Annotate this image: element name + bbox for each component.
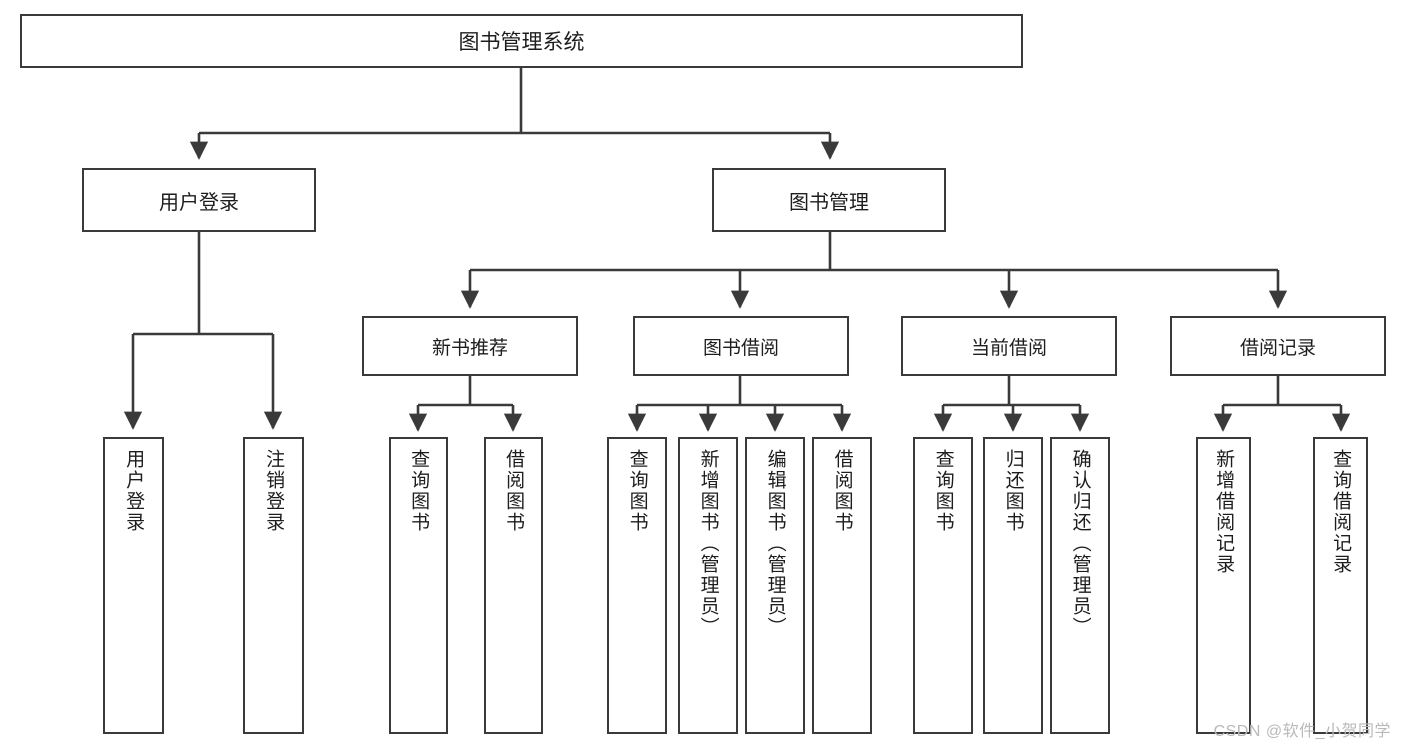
node-label: 借阅记录 xyxy=(1239,337,1316,359)
node-root-system[interactable]: 图书管理系统 xyxy=(20,14,1023,68)
node-leaf-borrow-book-1[interactable]: 借阅图书 xyxy=(484,437,543,734)
node-label: 当前借阅 xyxy=(970,337,1047,359)
node-label: 查询图书 xyxy=(626,449,648,533)
node-label: 图书管理系统 xyxy=(458,31,585,54)
node-label: 图书借阅 xyxy=(702,337,779,359)
node-leaf-query-book-3[interactable]: 查询图书 xyxy=(913,437,973,734)
node-book-manage[interactable]: 图书管理 xyxy=(712,168,946,232)
node-label: 注销登录 xyxy=(263,449,285,533)
node-leaf-edit-book[interactable]: 编辑图书（管理员） xyxy=(745,437,805,734)
node-leaf-query-book-2[interactable]: 查询图书 xyxy=(607,437,667,734)
node-label: 新书推荐 xyxy=(431,337,508,359)
node-label: 查询借阅记录 xyxy=(1330,449,1352,575)
node-leaf-confirm-return[interactable]: 确认归还（管理员） xyxy=(1050,437,1110,734)
node-label: 借阅图书 xyxy=(503,449,525,533)
node-user-login[interactable]: 用户登录 xyxy=(82,168,316,232)
node-label: 借阅图书 xyxy=(831,449,853,533)
node-leaf-user-login[interactable]: 用户登录 xyxy=(103,437,164,734)
node-new-book-recommend[interactable]: 新书推荐 xyxy=(362,316,578,376)
node-label: 图书管理 xyxy=(789,191,869,214)
node-label: 确认归还（管理员） xyxy=(1069,449,1091,638)
node-label: 编辑图书（管理员） xyxy=(764,449,786,638)
node-label: 查询图书 xyxy=(932,449,954,533)
node-label: 用户登录 xyxy=(123,449,145,533)
node-leaf-return-book[interactable]: 归还图书 xyxy=(983,437,1043,734)
node-leaf-query-record[interactable]: 查询借阅记录 xyxy=(1313,437,1368,734)
watermark-text: CSDN @软件_小贺同学 xyxy=(1213,723,1391,740)
node-label: 归还图书 xyxy=(1002,449,1024,533)
node-leaf-add-record[interactable]: 新增借阅记录 xyxy=(1196,437,1251,734)
node-label: 新增借阅记录 xyxy=(1213,449,1235,575)
node-leaf-query-book-1[interactable]: 查询图书 xyxy=(389,437,448,734)
node-current-borrow[interactable]: 当前借阅 xyxy=(901,316,1117,376)
node-label: 新增图书（管理员） xyxy=(697,449,719,638)
node-label: 查询图书 xyxy=(408,449,430,533)
node-book-borrow[interactable]: 图书借阅 xyxy=(633,316,849,376)
node-leaf-logout[interactable]: 注销登录 xyxy=(243,437,304,734)
node-borrow-record[interactable]: 借阅记录 xyxy=(1170,316,1386,376)
node-leaf-add-book[interactable]: 新增图书（管理员） xyxy=(678,437,738,734)
node-label: 用户登录 xyxy=(159,191,239,214)
node-leaf-borrow-book-2[interactable]: 借阅图书 xyxy=(812,437,872,734)
